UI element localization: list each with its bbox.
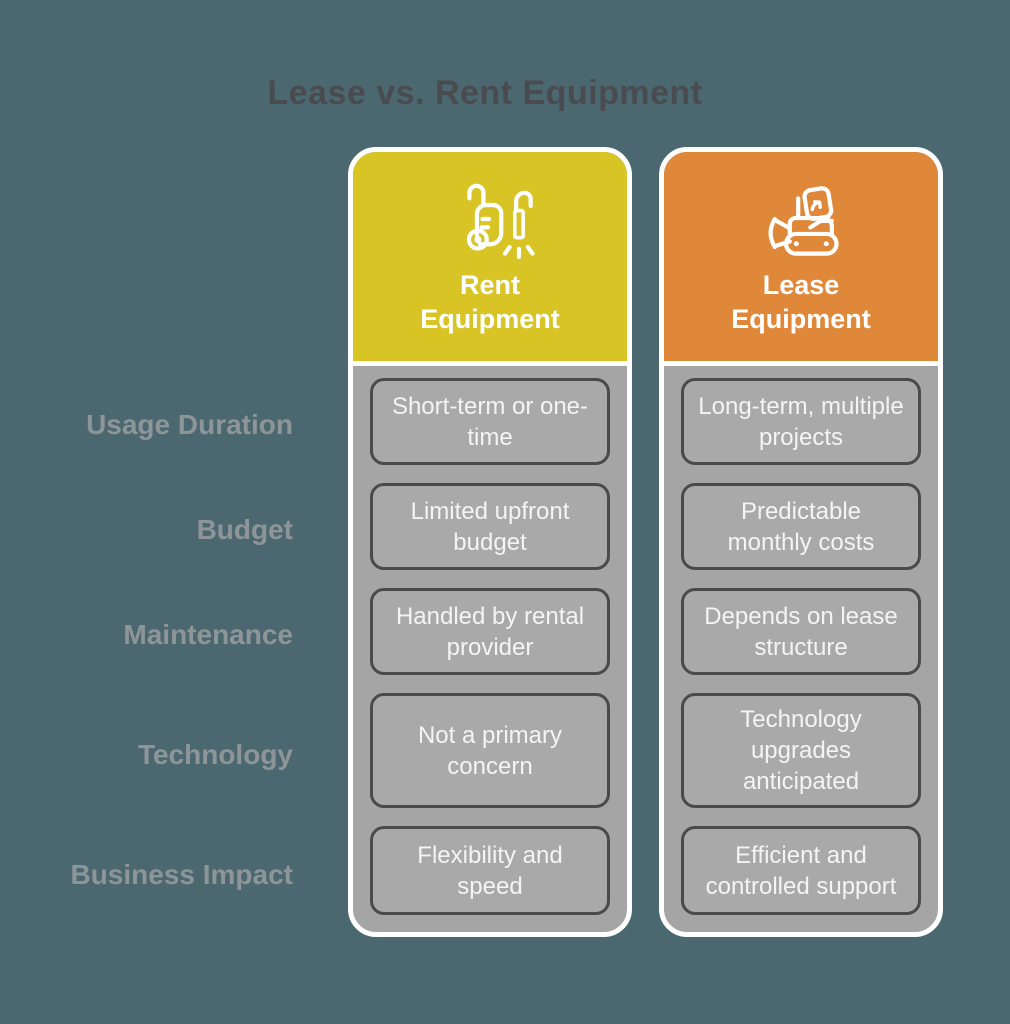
lease-card-body: Long-term, multiple projects Predictable…	[664, 366, 938, 915]
cell-text: Technology upgrades anticipated	[740, 706, 862, 795]
rent-card-title: Rent Equipment	[420, 270, 560, 334]
rent-card-body: Short-term or one-time Limited upfront b…	[353, 366, 627, 915]
cell-lease-technology: Technology upgrades anticipated	[681, 693, 921, 808]
row-label-budget: Budget	[196, 514, 293, 545]
cell-lease-budget: Predictable monthly costs	[681, 483, 921, 570]
pressure-washer-icon	[466, 183, 535, 259]
cell-lease-maintenance: Depends on lease structure	[681, 588, 921, 675]
row-label-usage-duration: Usage Duration	[86, 409, 293, 440]
row-label-technology: Technology	[137, 739, 293, 770]
cell-text: Short-term or one-time	[391, 392, 589, 451]
cell-lease-usage-duration: Long-term, multiple projects	[681, 378, 921, 465]
row-label-business-impact: Business Impact	[70, 859, 293, 890]
cell-text: Not a primary concern	[417, 721, 563, 780]
lease-equipment-card: Lease Equipment Long-term, multiple proj…	[659, 147, 943, 937]
cell-rent-technology: Not a primary concern	[370, 693, 610, 808]
cell-text: Predictable monthly costs	[727, 497, 875, 556]
cell-text: Depends on lease structure	[704, 602, 898, 661]
cell-rent-business-impact: Flexibility and speed	[370, 826, 610, 915]
cell-lease-business-impact: Efficient and controlled support	[681, 826, 921, 915]
lease-card-header: Lease Equipment	[664, 152, 938, 366]
row-label-maintenance: Maintenance	[123, 619, 293, 650]
cell-text: Limited upfront budget	[410, 497, 570, 556]
cell-text: Efficient and controlled support	[705, 841, 897, 900]
rent-card-header: Rent Equipment	[353, 152, 627, 366]
page-title: Lease vs. Rent Equipment	[267, 74, 703, 112]
lease-card-title: Lease Equipment	[731, 270, 871, 334]
cell-text: Flexibility and speed	[417, 841, 563, 900]
cell-text: Handled by rental provider	[395, 602, 585, 661]
cell-rent-usage-duration: Short-term or one-time	[370, 378, 610, 465]
cell-rent-maintenance: Handled by rental provider	[370, 588, 610, 675]
rent-equipment-card: Rent Equipment Short-term or one-time Li…	[348, 147, 632, 937]
cell-rent-budget: Limited upfront budget	[370, 483, 610, 570]
cell-text: Long-term, multiple projects	[698, 392, 904, 451]
bulldozer-icon	[768, 186, 839, 256]
